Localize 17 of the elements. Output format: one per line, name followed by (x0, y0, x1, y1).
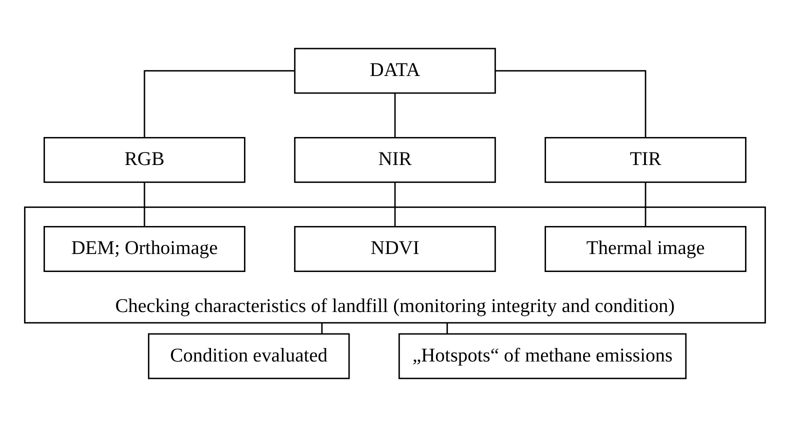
node-box: Condition evaluated (148, 332, 350, 379)
node-box: DEM; Orthoimage (44, 226, 246, 272)
node-box: NDVI (294, 226, 496, 272)
connector (644, 182, 646, 226)
connector (321, 322, 323, 334)
node-box: DATA (294, 47, 496, 94)
node-box: „Hotspots“ of methane emissions (398, 332, 687, 379)
node-box: RGB (44, 136, 246, 182)
connector (144, 70, 295, 137)
node-box: TIR (544, 136, 746, 182)
node-box: Thermal image (544, 226, 746, 272)
connector (394, 92, 396, 137)
connector (446, 322, 448, 334)
connector (495, 70, 646, 137)
node-box: NIR (294, 136, 496, 182)
connector (144, 182, 146, 226)
connector (394, 182, 396, 226)
